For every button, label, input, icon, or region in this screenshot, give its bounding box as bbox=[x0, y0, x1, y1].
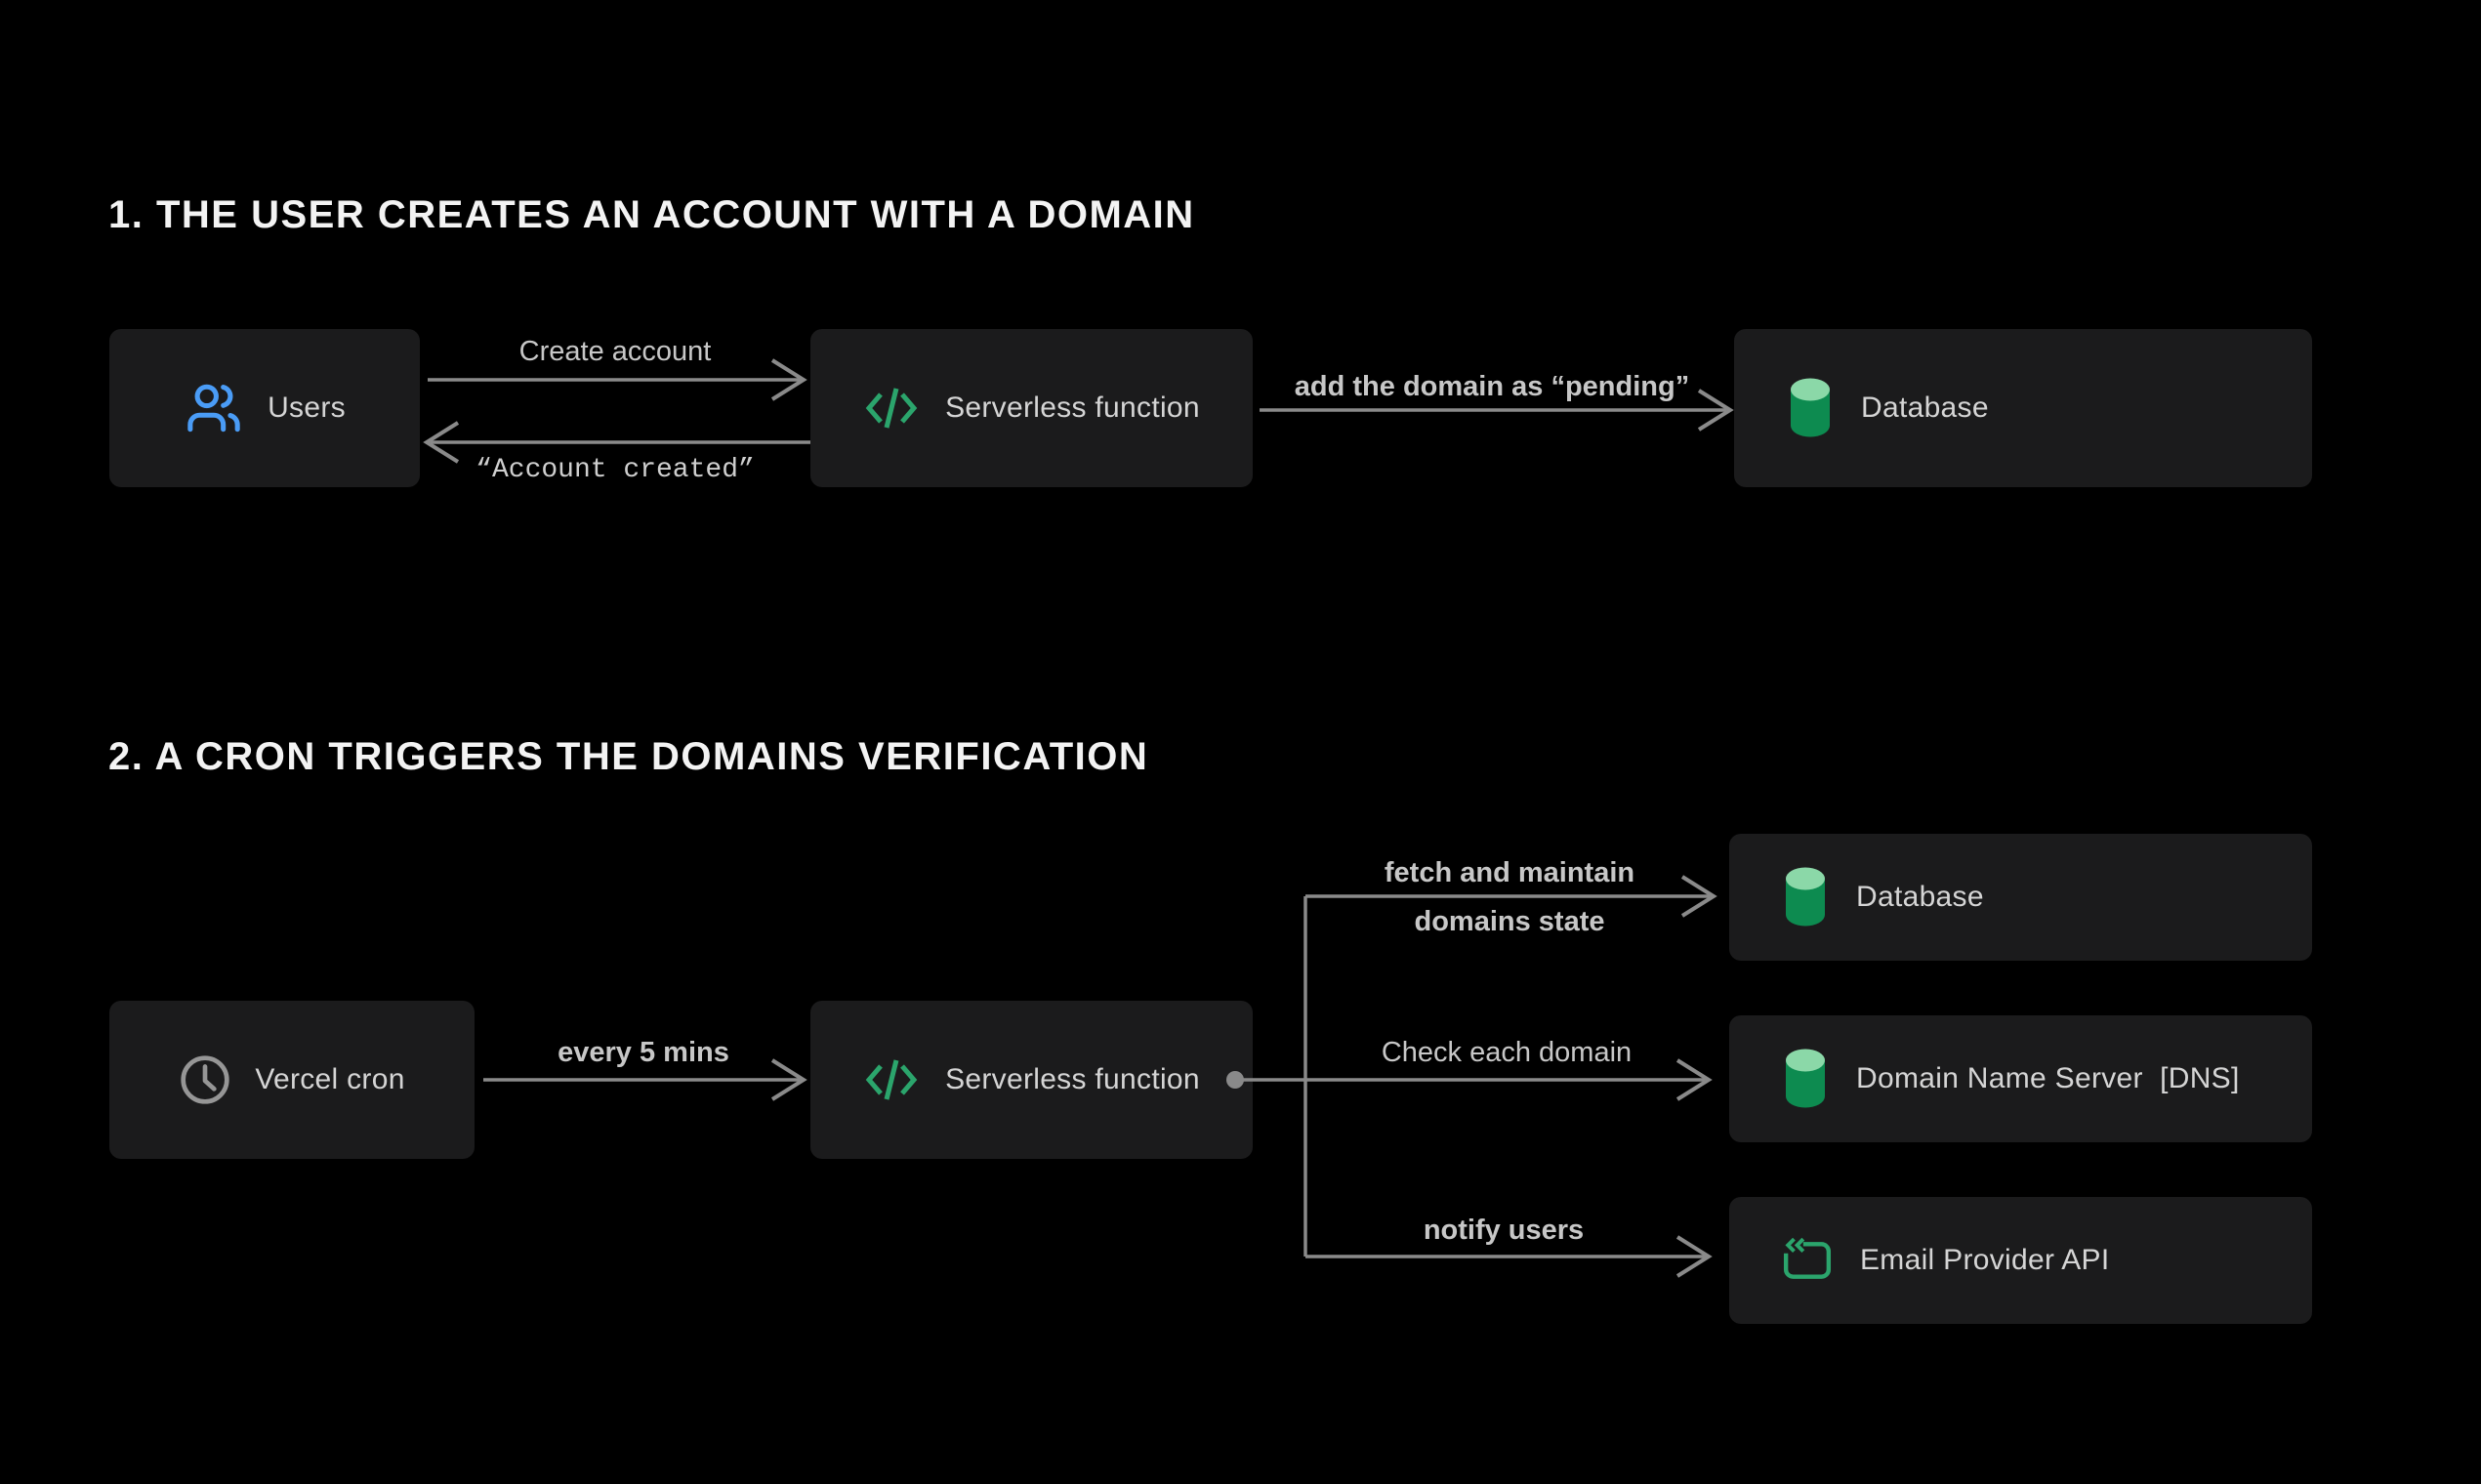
edge-label-every-5-mins: every 5 mins bbox=[558, 1037, 729, 1068]
database-cylinder-icon bbox=[1782, 867, 1829, 928]
node-email-provider-label: Email Provider API bbox=[1860, 1244, 2110, 1276]
section1-title: 1. THE USER CREATES AN ACCOUNT WITH A DO… bbox=[108, 193, 1195, 236]
code-icon bbox=[863, 1055, 920, 1104]
section2-title: 2. A CRON TRIGGERS THE DOMAINS VERIFICAT… bbox=[108, 735, 1149, 778]
node-email-provider: Email Provider API bbox=[1729, 1197, 2312, 1324]
node-vercel-cron-label: Vercel cron bbox=[255, 1063, 405, 1095]
node-serverless-1-label: Serverless function bbox=[945, 392, 1200, 424]
clock-icon bbox=[179, 1053, 231, 1106]
node-dns-label: Domain Name Server [DNS] bbox=[1856, 1062, 2240, 1094]
node-serverless-2: Serverless function bbox=[810, 1001, 1253, 1159]
node-vercel-cron: Vercel cron bbox=[109, 1001, 475, 1159]
code-icon bbox=[863, 384, 920, 433]
api-square-icon bbox=[1782, 1237, 1833, 1284]
node-serverless-2-label: Serverless function bbox=[945, 1063, 1200, 1095]
edge-label-add-domain-pending: add the domain as “pending” bbox=[1294, 371, 1690, 402]
edge-label-fetch-maintain-line1: fetch and maintain bbox=[1384, 857, 1635, 888]
node-database-2-label: Database bbox=[1856, 881, 1984, 913]
edge-label-check-each-domain: Check each domain bbox=[1381, 1037, 1633, 1068]
users-icon bbox=[184, 380, 244, 436]
database-cylinder-icon bbox=[1782, 1049, 1829, 1109]
edge-label-fetch-maintain-line2: domains state bbox=[1414, 906, 1605, 937]
edge-label-create-account: Create account bbox=[518, 336, 712, 367]
edge-label-account-created: “Account created” bbox=[476, 455, 755, 485]
node-database-2: Database bbox=[1729, 834, 2312, 961]
node-database-1-label: Database bbox=[1861, 392, 1989, 424]
node-database-1: Database bbox=[1734, 329, 2312, 487]
node-serverless-1: Serverless function bbox=[810, 329, 1253, 487]
node-users: Users bbox=[109, 329, 420, 487]
node-users-label: Users bbox=[268, 392, 346, 424]
edge-label-notify-users: notify users bbox=[1423, 1215, 1585, 1246]
database-cylinder-icon bbox=[1787, 378, 1834, 438]
node-dns: Domain Name Server [DNS] bbox=[1729, 1015, 2312, 1142]
